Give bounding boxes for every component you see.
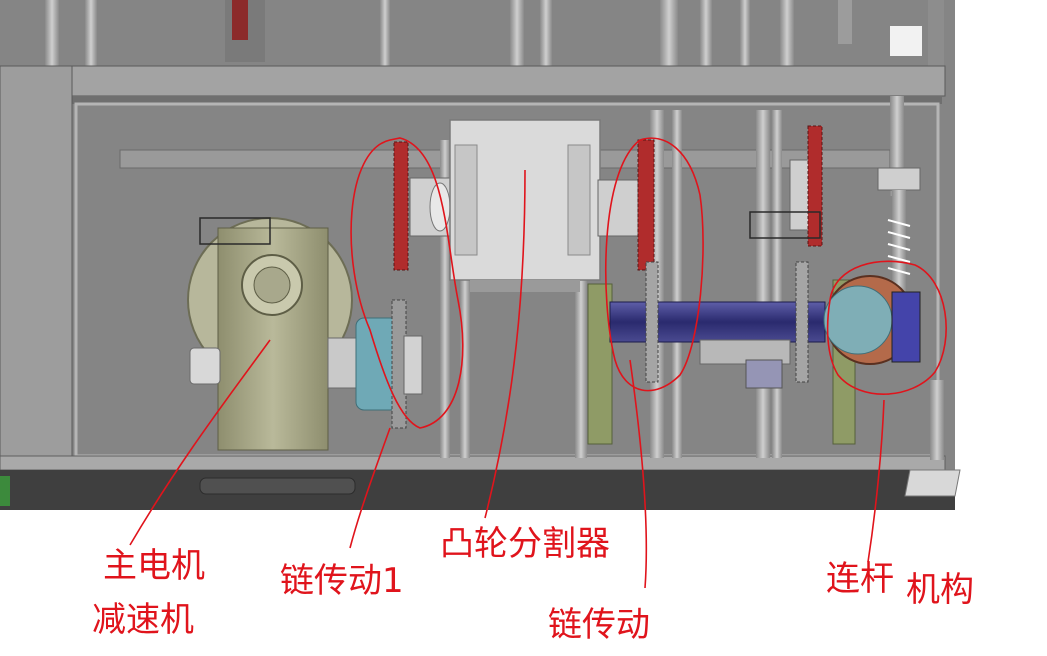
- label-cam-indexer: 凸轮分割器: [440, 524, 610, 564]
- corner-piece: [0, 476, 10, 506]
- motor-reducer: [187, 217, 361, 451]
- annotations: [129, 137, 947, 589]
- circle-chain-drive-1: [350, 137, 464, 429]
- drive-shaft: [609, 261, 826, 389]
- leader-linkage: [867, 399, 885, 563]
- label-chain-drive: 链传动: [548, 605, 650, 645]
- chain-drive-1-assembly: [355, 299, 423, 429]
- leader-chain-drive-1: [349, 427, 391, 549]
- circle-linkage: [826, 260, 947, 395]
- label-chain-drive-1: 链传动1: [280, 561, 404, 601]
- leader-motor: [129, 339, 271, 546]
- leader-cam-indexer: [484, 169, 526, 519]
- leader-chain-drive: [629, 359, 648, 589]
- label-reducer: 减速机: [92, 600, 194, 640]
- upper-sprocket-right: [637, 125, 823, 271]
- circle-chain-drive: [604, 137, 704, 392]
- upper-rods: [45, 0, 944, 66]
- label-linkage-a: 连杆: [826, 559, 894, 599]
- label-linkage-b: 机构: [906, 570, 974, 610]
- linkage-mechanism: [823, 167, 961, 497]
- label-main-motor: 主电机: [103, 546, 205, 586]
